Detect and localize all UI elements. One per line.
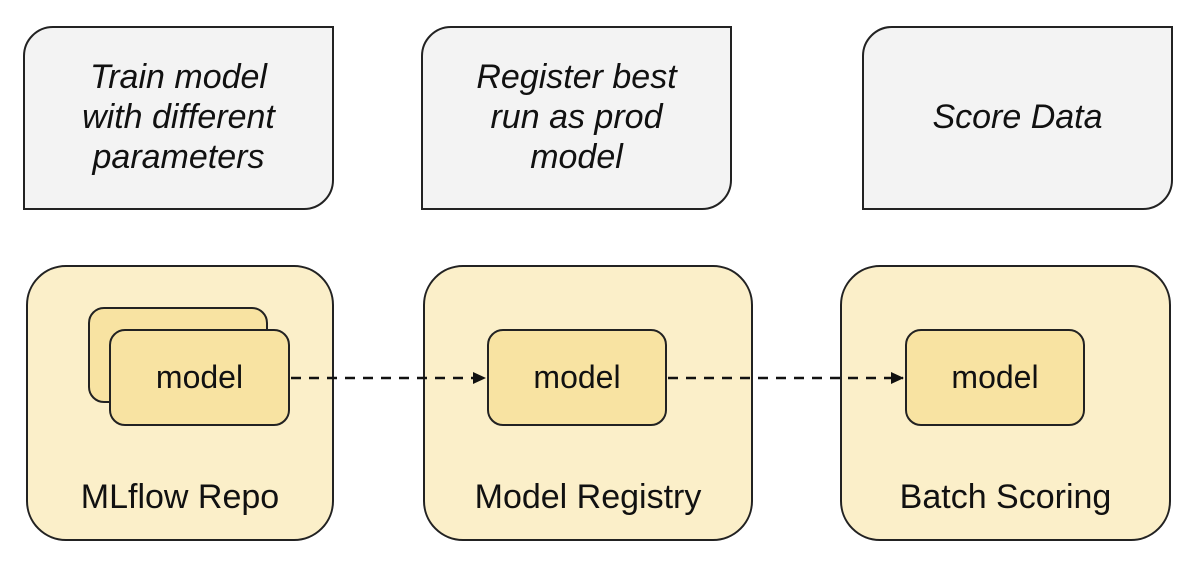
note-line: run as prod (490, 98, 663, 137)
step-note-train: Train model with different parameters (23, 26, 334, 210)
container-label: Batch Scoring (899, 478, 1112, 516)
note-line: Train model (89, 58, 267, 97)
container-label: Model Registry (474, 478, 702, 516)
note-line: model (530, 137, 623, 176)
step-note-score: Score Data (862, 26, 1173, 210)
note-text: Score Data (932, 98, 1102, 138)
note-text: Register best run as prod model (476, 58, 676, 177)
repo-model-box: model (109, 329, 290, 426)
registry-model-box: model (487, 329, 667, 426)
container-label: MLflow Repo (80, 478, 280, 516)
note-line: with different (82, 98, 275, 137)
note-line: Register best (476, 58, 677, 97)
note-line: parameters (92, 137, 265, 176)
note-line: Score Data (932, 98, 1103, 137)
step-note-register: Register best run as prod model (421, 26, 732, 210)
scoring-model-box: model (905, 329, 1085, 426)
note-text: Train model with different parameters (82, 58, 275, 177)
